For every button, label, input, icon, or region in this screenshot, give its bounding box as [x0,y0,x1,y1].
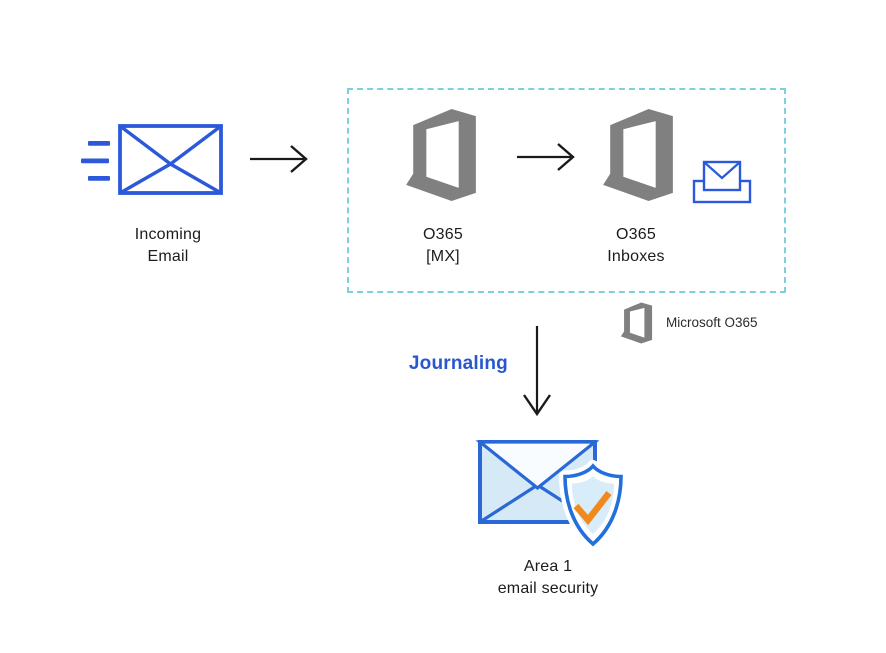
journaling-label: Journaling [408,353,508,374]
arrow-journaling-down [523,326,551,417]
incoming-email-label: Incoming Email [103,224,233,268]
legend-label: Microsoft O365 [666,315,758,330]
arrow-incoming-to-o365 [250,145,308,173]
shield-inner [572,476,614,534]
incoming-email-label-line1: Incoming [134,226,202,243]
shield-icon [559,460,625,550]
area1-email-security-icon [475,440,625,550]
area1-label-line1: Area 1 [523,558,573,575]
o365-inboxes-label-line1: O365 [616,226,656,243]
legend-office365-logo-icon [620,302,653,344]
o365-inboxes-label: O365 Inboxes [577,224,695,268]
area1-label-line2: email security [497,580,599,597]
o365-mx-label-line2: [MX] [426,248,460,265]
arrow-mx-to-inboxes [517,143,575,171]
o365-mx-label-line1: O365 [423,226,463,243]
area1-label: Area 1 email security [462,556,634,600]
incoming-email-label-line2: Email [147,248,189,265]
o365-boundary-box [347,88,786,293]
checkmark-icon [573,491,612,526]
o365-inboxes-label-line2: Inboxes [607,248,665,265]
office365-mx-logo-icon [406,109,476,201]
o365-mx-label: O365 [MX] [393,224,493,268]
envelope-icon [118,124,223,195]
inbox-tray-icon [692,160,752,204]
incoming-email-icon [81,124,223,195]
office365-inboxes-logo-icon [603,109,673,201]
speed-lines [81,141,110,181]
envelope-icon [702,160,742,192]
